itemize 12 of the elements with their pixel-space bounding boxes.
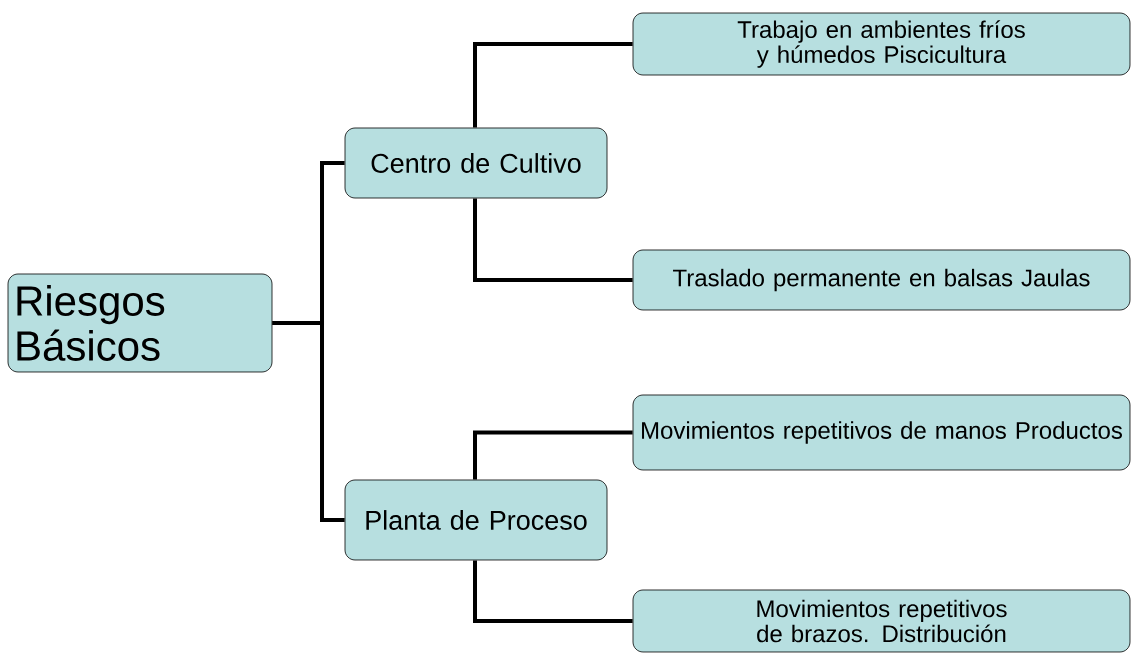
- rounded-box: Trabajo en ambientes fríos y húmedos Piscicultura: [632, 12, 1131, 76]
- rounded-box: Riesgos Básicos: [7, 273, 273, 373]
- connector-line: [473, 42, 633, 128]
- connector-line: [473, 560, 633, 623]
- connector-line: [473, 430, 633, 480]
- connector-line: [473, 198, 633, 282]
- rounded-box: Traslado permanente en balsas Jaulas: [632, 249, 1131, 311]
- rounded-box: Planta de Proceso: [344, 479, 608, 561]
- connector-line: [272, 321, 345, 522]
- rounded-box: Movimientos repetitivos de brazos. Distribución: [632, 589, 1131, 653]
- rounded-box: Movimientos repetitivos de manos Productos: [632, 394, 1131, 471]
- rounded-box: Centro de Cultivo: [344, 127, 608, 199]
